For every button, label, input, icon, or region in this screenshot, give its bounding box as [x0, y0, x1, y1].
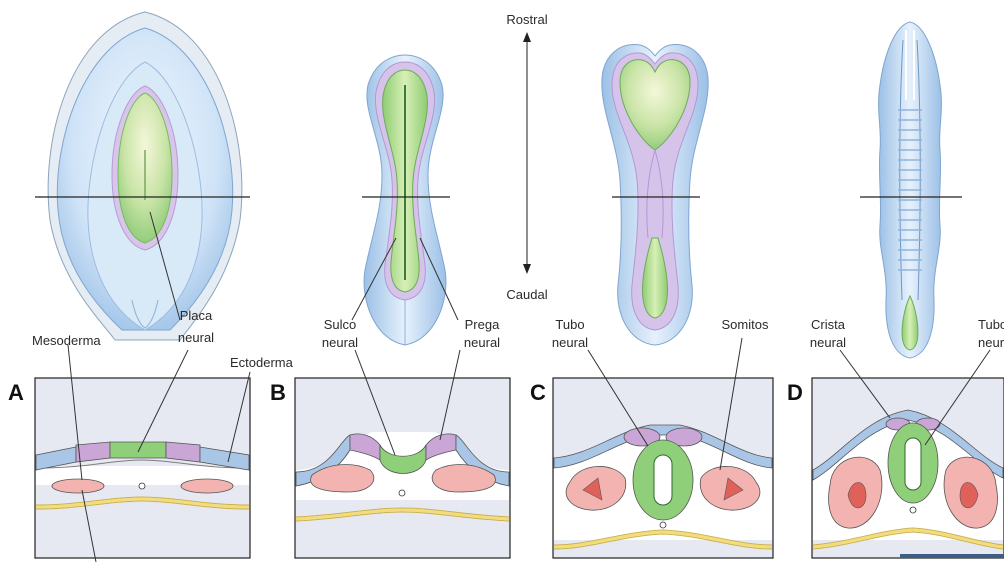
label-placa-neural-2: neural — [178, 330, 214, 345]
panel-letter-d: D — [787, 380, 803, 405]
label-ectoderma: Ectoderma — [230, 355, 294, 370]
panel-letter-a: A — [8, 380, 24, 405]
label-prega-neural-1: Prega — [465, 317, 500, 332]
rostral-caudal-axis: Rostral Caudal — [506, 12, 547, 302]
label-sulco-neural-2: neural — [322, 335, 358, 350]
label-prega-neural-2: neural — [464, 335, 500, 350]
label-somitos: Somitos — [722, 317, 769, 332]
embryo-d — [860, 22, 962, 358]
label-crista-neural-2: neural — [810, 335, 846, 350]
label-tubo-neural-d-2: neur — [978, 335, 1004, 350]
arrowhead-up-icon — [523, 32, 531, 42]
label-sulco-neural-1: Sulco — [324, 317, 357, 332]
embryo-c — [602, 45, 708, 345]
embryo-a — [35, 12, 250, 340]
rostral-label: Rostral — [506, 12, 547, 27]
panel-letter-b: B — [270, 380, 286, 405]
label-mesoderma: Mesoderma — [32, 333, 101, 348]
scale-bar — [900, 554, 1004, 558]
label-tubo-neural-c-2: neural — [552, 335, 588, 350]
panel-letter-c: C — [530, 380, 546, 405]
label-tubo-neural-c-1: Tubo — [555, 317, 584, 332]
caudal-label: Caudal — [506, 287, 547, 302]
label-tubo-neural-d-1: Tubo — [978, 317, 1004, 332]
label-crista-neural-1: Crista — [811, 317, 846, 332]
label-placa-neural-1: Placa — [180, 308, 213, 323]
embryo-b — [362, 55, 450, 345]
arrowhead-down-icon — [523, 264, 531, 274]
